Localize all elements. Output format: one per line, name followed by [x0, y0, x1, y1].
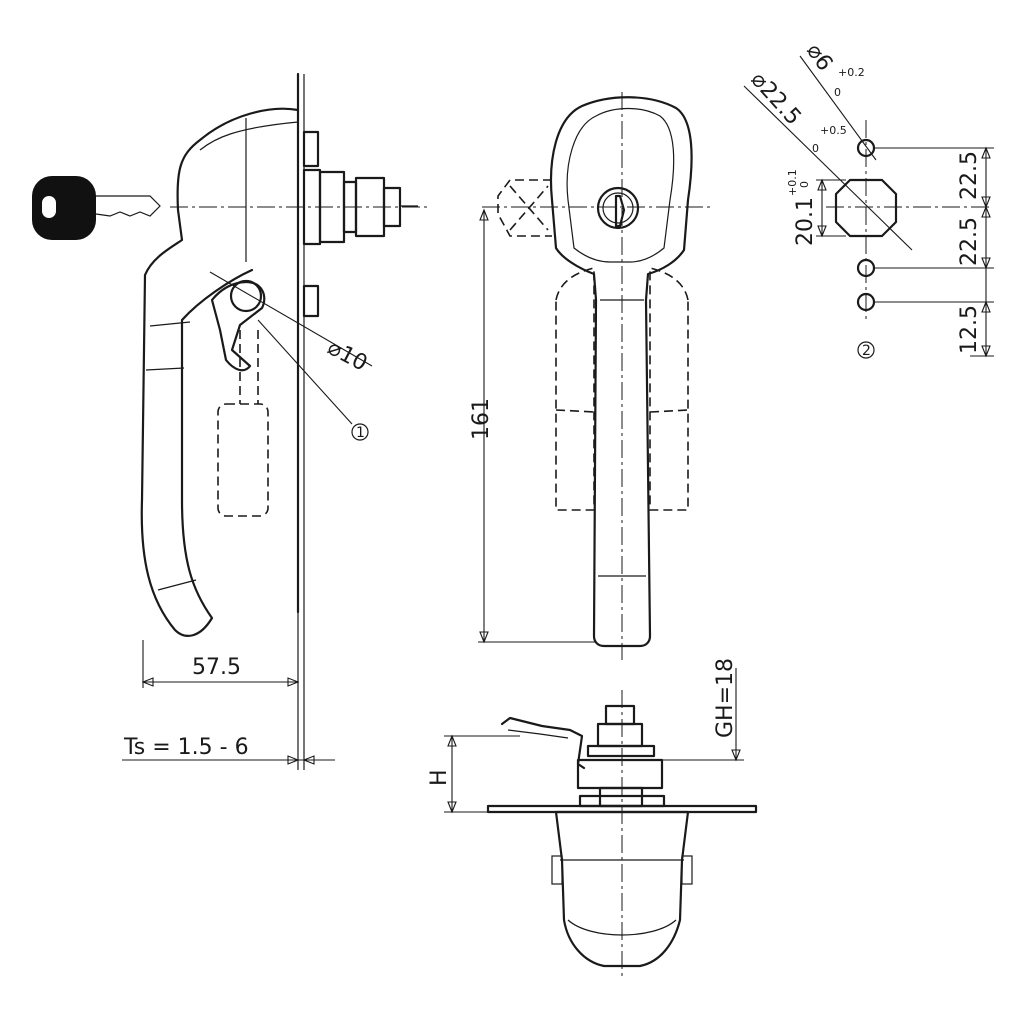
- dim-large-hole: ⌀22.5: [746, 67, 806, 130]
- dim-flat: 20.1: [793, 197, 818, 246]
- dim-large-hole-tol-upper: +0.5: [820, 124, 847, 137]
- front-view: 161: [469, 92, 712, 660]
- side-view: 57.5 Ts = 1.5 - 6 ⌀10 1: [32, 72, 430, 770]
- dim-height-161: 161: [469, 398, 494, 440]
- key-icon: [32, 176, 161, 240]
- dim-small-hole-tol-lower: 0: [834, 86, 841, 99]
- dim-bottom-12-5: 12.5: [957, 305, 982, 354]
- dim-flat-tol-lower: 0: [798, 181, 811, 188]
- dim-top-22-5: 22.5: [957, 151, 982, 200]
- dim-h: H: [427, 769, 452, 786]
- dim-flat-tol-upper: +0.1: [786, 169, 799, 196]
- dim-panel-thickness: Ts = 1.5 - 6: [123, 735, 249, 760]
- callout-1: 1: [356, 425, 365, 441]
- dim-grip-height: GH=18: [713, 658, 738, 738]
- bottom-view: GH=18 H: [427, 658, 758, 976]
- dim-small-hole: ⌀6: [801, 39, 837, 76]
- cutout-view: ⌀6 +0.2 0 ⌀22.5 +0.5 0 20.1 +0.1 0 22.5 …: [743, 39, 994, 359]
- dim-mid-22-5: 22.5: [957, 217, 982, 266]
- callout-2: 2: [862, 343, 871, 359]
- dim-small-hole-tol-upper: +0.2: [838, 66, 865, 79]
- dim-width-57-5: 57.5: [192, 655, 241, 680]
- dim-large-hole-tol-lower: 0: [812, 142, 819, 155]
